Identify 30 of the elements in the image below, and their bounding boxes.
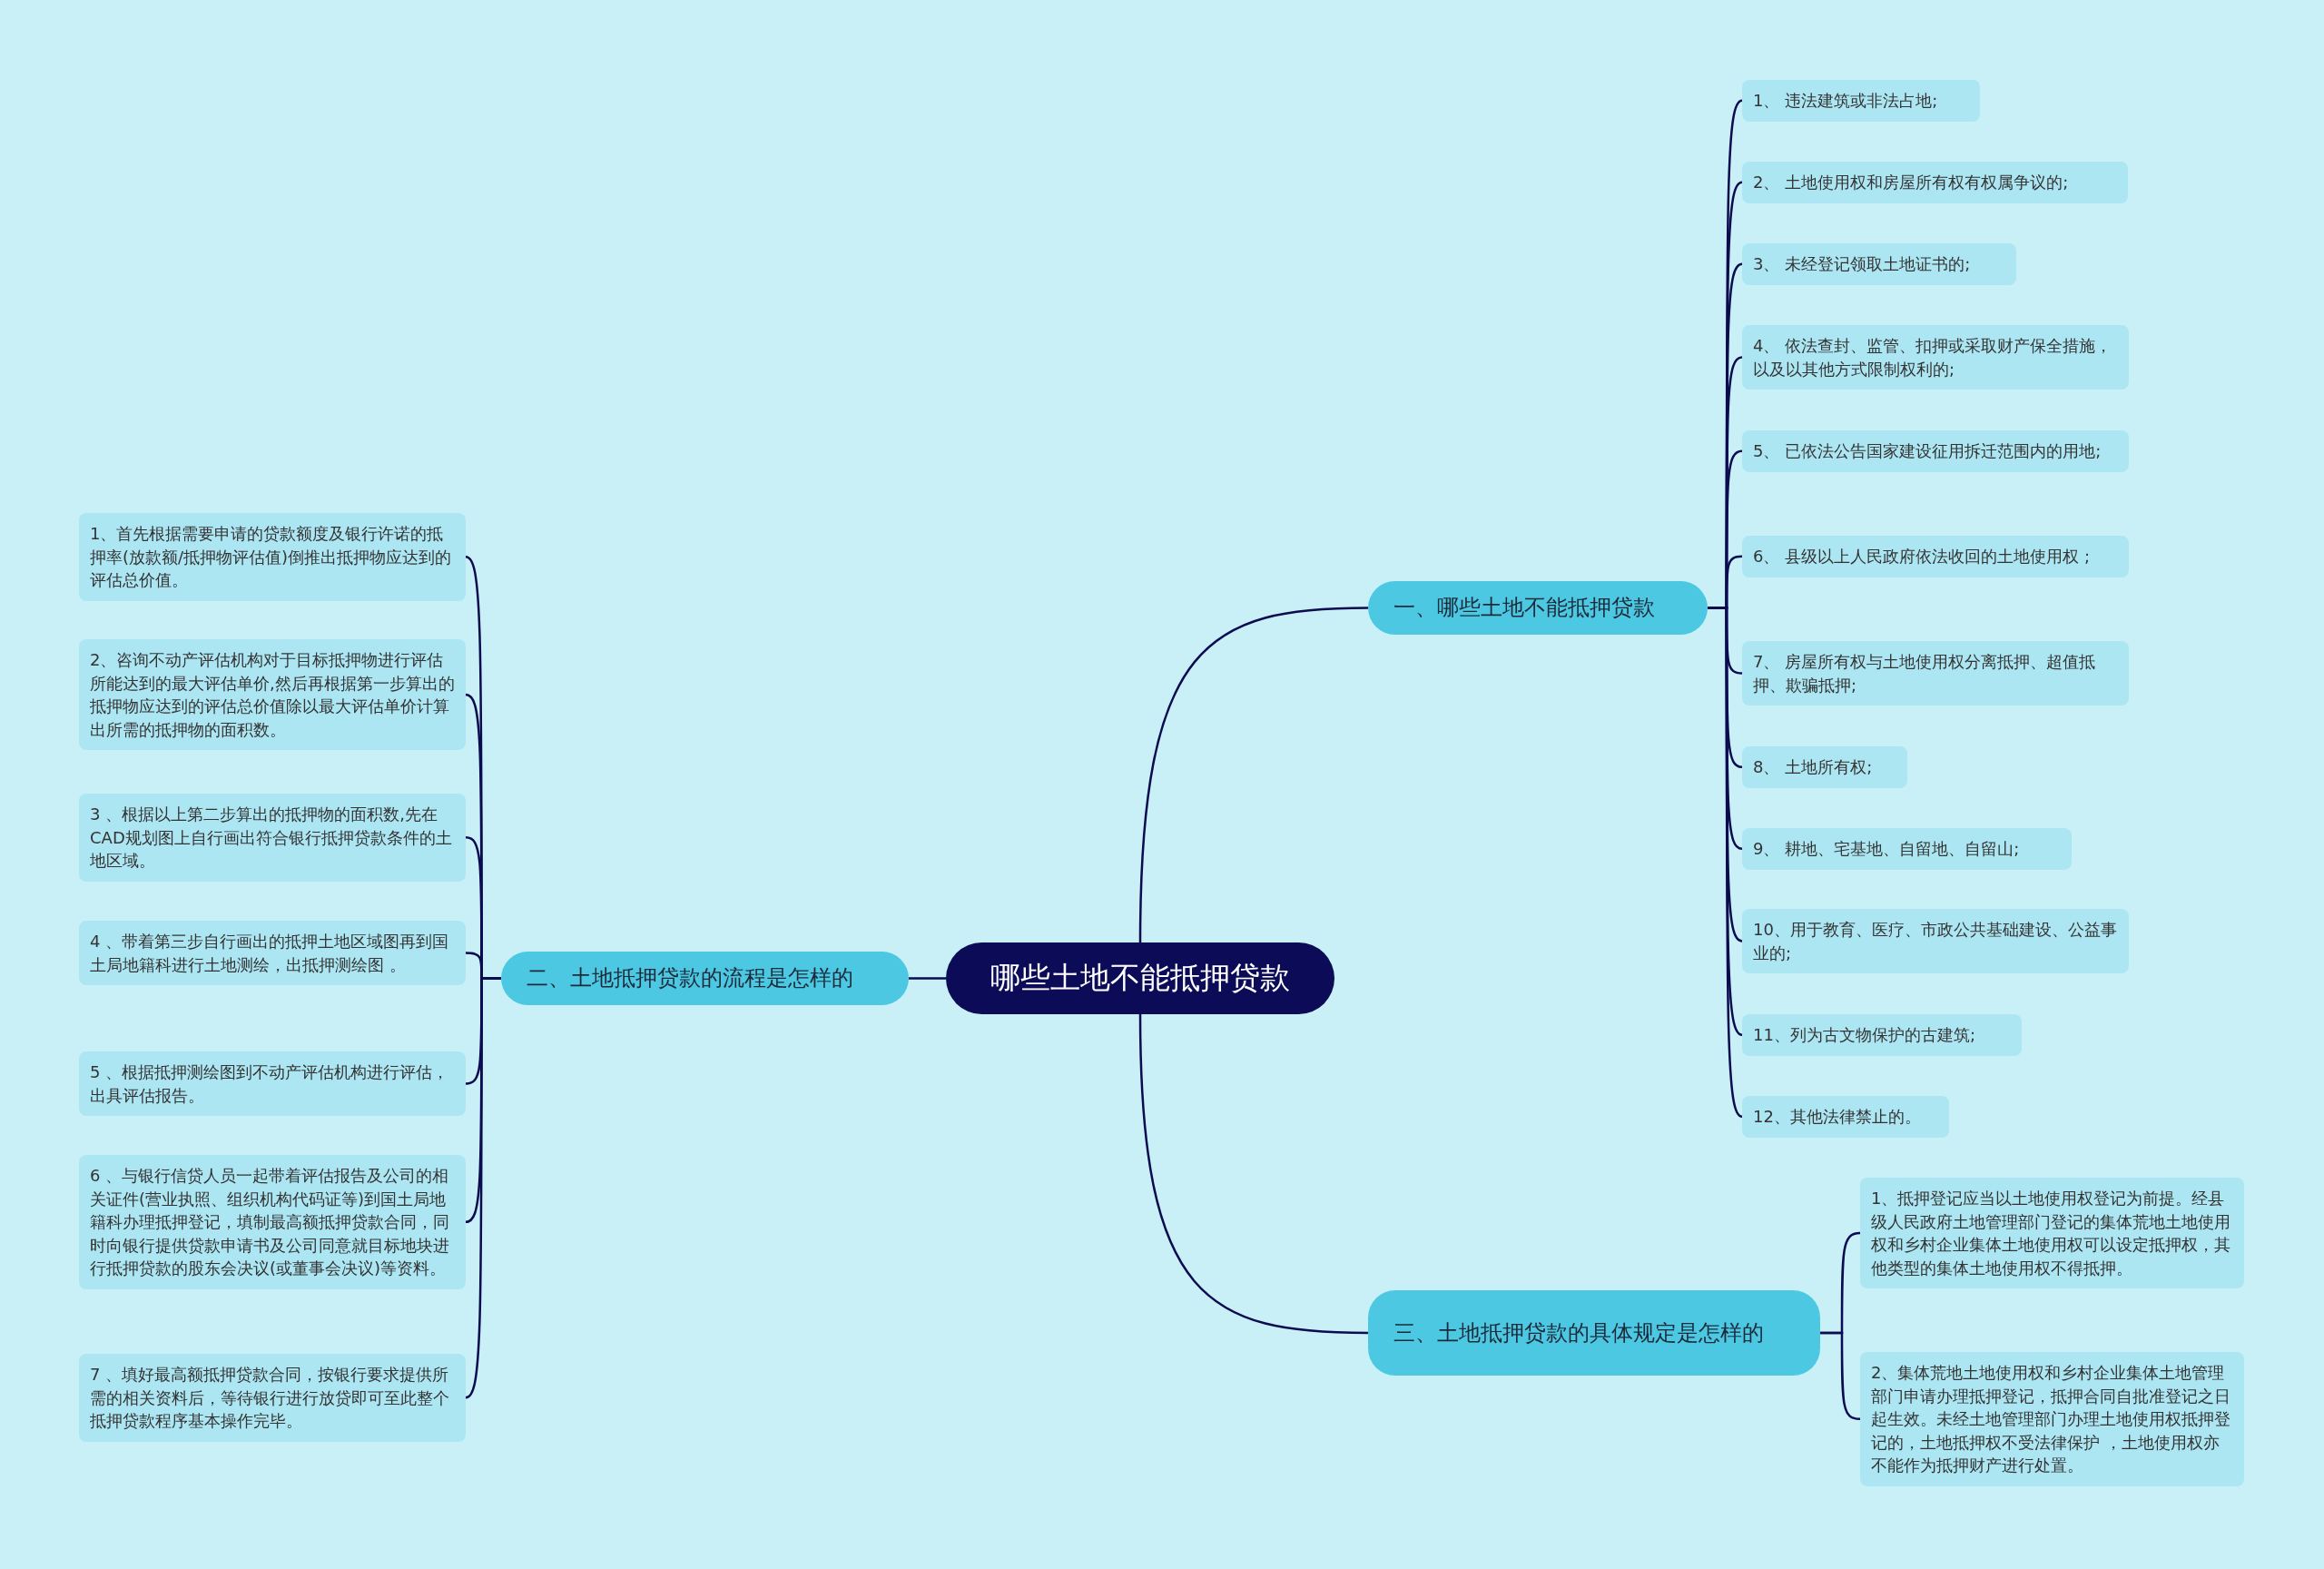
subtopic-box: 12、其他法律禁止的。 — [1742, 1096, 1949, 1138]
subtopic-box: 4、 依法查封、监管、扣押或采取财产保全措施，以及以其他方式限制权利的; — [1742, 325, 2129, 390]
subtopic-box: 7、 房屋所有权与土地使用权分离抵押、超值抵押、欺骗抵押; — [1742, 641, 2129, 706]
subtopic-box: 6 、与银行信贷人员一起带着评估报告及公司的相关证件(营业执照、组织机构代码证等)到国土局地籍科办理抵押登记，填制最高额抵押贷款合同，同时向银行提供贷款申请书及公司同意就目标地块进行抵押贷款的股东会决议(或董事会决议)等资料。 — [79, 1155, 466, 1289]
branch-topic: 一、哪些土地不能抵押贷款 — [1368, 581, 1708, 635]
subtopic-box: 9、 耕地、宅基地、自留地、自留山; — [1742, 828, 2072, 870]
subtopic-box: 2、咨询不动产评估机构对于目标抵押物进行评估所能达到的最大评估单价,然后再根据第一步算出的抵押物应达到的评估总价值除以最大评估单价计算出所需的抵押物的面积数。 — [79, 639, 466, 751]
subtopic-box: 2、集体荒地土地使用权和乡村企业集体土地管理部门申请办理抵押登记，抵押合同自批准登记之日起生效。未经土地管理部门办理土地使用权抵押登记的，土地抵押权不受法律保护 ，土地使用权亦不能作为抵押财产进行处置。 — [1860, 1352, 2244, 1486]
subtopic-box: 7 、填好最高额抵押贷款合同，按银行要求提供所需的相关资料后，等待银行进行放贷即可至此整个抵押贷款程序基本操作完毕。 — [79, 1354, 466, 1442]
subtopic-box: 10、用于教育、医疗、市政公共基础建设、公益事业的; — [1742, 909, 2129, 974]
connector-line — [909, 977, 946, 980]
subtopic-box: 2、 土地使用权和房屋所有权有权属争议的; — [1742, 162, 2128, 203]
subtopic-box: 5、 已依法公告国家建设征用拆迁范围内的用地; — [1742, 430, 2129, 472]
subtopic-box: 1、首先根据需要申请的贷款额度及银行许诺的抵押率(放款额/抵押物评估值)倒推出抵押物应达到的评估总价值。 — [79, 513, 466, 601]
connector-line — [465, 977, 501, 1399]
branch-topic: 三、土地抵押贷款的具体规定是怎样的 — [1368, 1290, 1820, 1376]
connector-line — [1820, 1331, 1861, 1421]
subtopic-box: 6、 县级以上人民政府依法收回的土地使用权 ; — [1742, 536, 2129, 577]
subtopic-box: 5 、根据抵押测绘图到不动产评估机构进行评估，出具评估报告。 — [79, 1051, 466, 1117]
branch-topic: 二、土地抵押贷款的流程是怎样的 — [501, 952, 909, 1005]
subtopic-box: 11、列为古文物保护的古建筑; — [1742, 1014, 2022, 1056]
subtopic-box: 1、 违法建筑或非法占地; — [1742, 80, 1980, 122]
subtopic-box: 4 、带着第三步自行画出的抵押土地区域图再到国土局地籍科进行土地测绘，出抵押测绘图 。 — [79, 921, 466, 986]
subtopic-box: 8、 土地所有权; — [1742, 746, 1907, 788]
connector-line — [1138, 607, 1369, 943]
subtopic-box: 3、 未经登记领取土地证书的; — [1742, 243, 2016, 285]
subtopic-box: 1、抵押登记应当以土地使用权登记为前提。经县级人民政府土地管理部门登记的集体荒地土地使用权和乡村企业集体土地使用权可以设定抵押权，其他类型的集体土地使用权不得抵押。 — [1860, 1178, 2244, 1289]
connector-line — [1138, 1013, 1369, 1335]
subtopic-box: 3 、根据以上第二步算出的抵押物的面积数,先在CAD规划图上自行画出符合银行抵押贷款条件的土地区域。 — [79, 794, 466, 882]
central-topic: 哪些土地不能抵押贷款 — [946, 942, 1334, 1014]
